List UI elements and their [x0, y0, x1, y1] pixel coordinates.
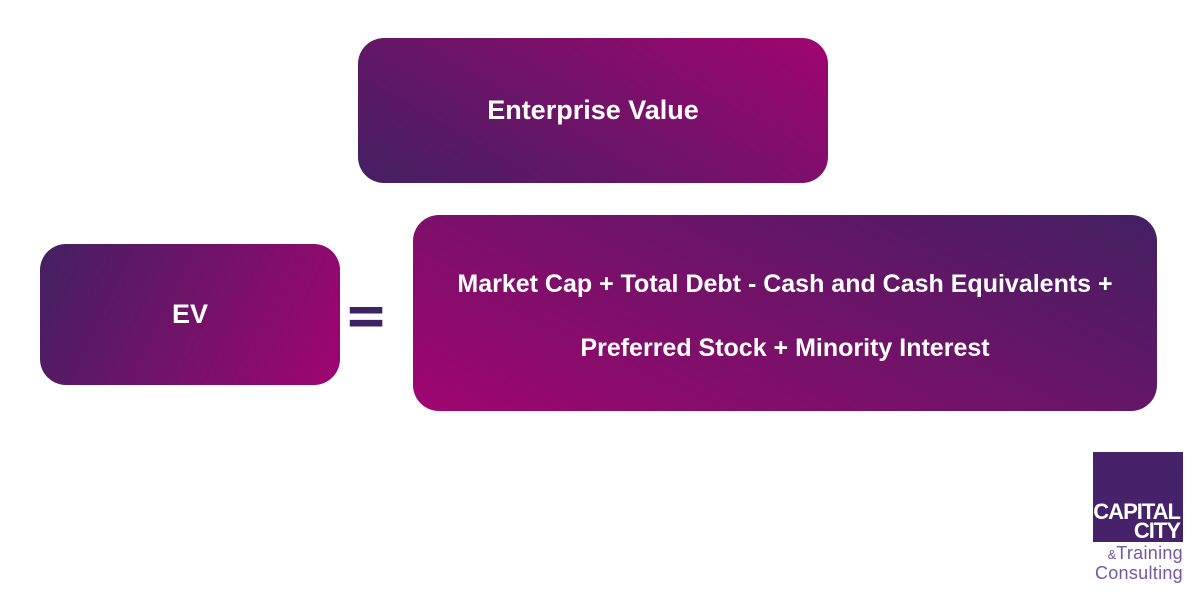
logo-ampersand: &	[1107, 547, 1117, 562]
logo-square: CAPITAL CITY	[1093, 452, 1183, 542]
capital-city-logo: CAPITAL CITY &Training Consulting	[1087, 452, 1183, 582]
formula-line-1: Market Cap + Total Debt - Cash and Cash …	[457, 270, 1113, 298]
logo-training-text: Training	[1116, 543, 1183, 563]
logo-subtitle: &Training Consulting	[1087, 544, 1183, 582]
equals-sign: =	[344, 283, 388, 349]
enterprise-value-label: Enterprise Value	[487, 95, 699, 125]
logo-consulting-text: Consulting	[1094, 563, 1183, 583]
ev-label: EV	[171, 299, 209, 329]
logo-city-text: CITY	[1133, 518, 1181, 543]
formula-line-2: Preferred Stock + Minority Interest	[580, 334, 990, 362]
enterprise-value-box: Enterprise Value	[358, 38, 828, 183]
formula-box: Market Cap + Total Debt - Cash and Cash …	[413, 215, 1157, 411]
logo-capital-text: CAPITAL	[1093, 499, 1181, 524]
ev-box: EV	[40, 244, 340, 385]
logo-training-line: &Training	[1087, 544, 1183, 564]
